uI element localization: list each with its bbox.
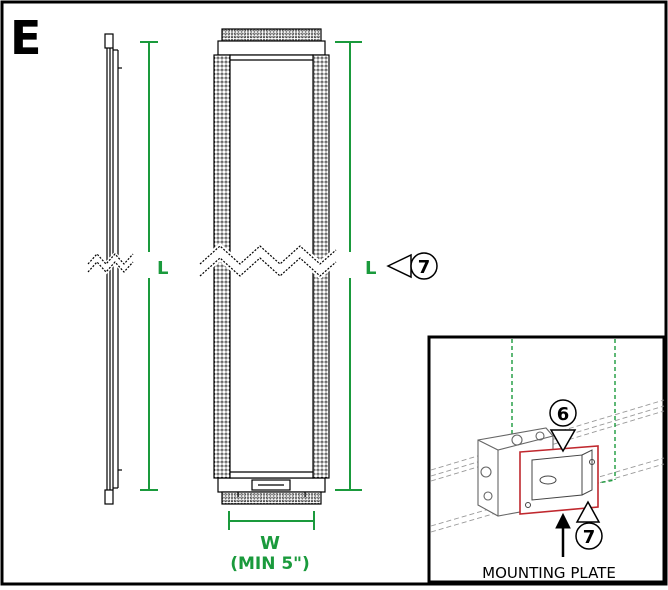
callout-7b-pointer — [575, 500, 603, 550]
callout-7-number: 7 — [418, 257, 431, 278]
mounting-detail-inset — [427, 335, 666, 584]
front-view-break-mark — [195, 242, 341, 280]
callout-6-number: 6 — [557, 404, 570, 425]
width-dimension — [228, 511, 315, 530]
callout-7b-number: 7 — [583, 527, 596, 548]
width-label: W — [260, 533, 280, 554]
length-label-left: L — [157, 258, 168, 279]
mounting-plate-arrow — [555, 512, 571, 557]
mounting-plate-label: MOUNTING PLATE — [482, 564, 616, 582]
panel-letter: E — [10, 11, 41, 65]
width-minimum-label: (MIN 5") — [230, 554, 310, 574]
length-label-right: L — [365, 258, 376, 279]
callout-6-pointer — [549, 399, 577, 453]
callout-7-pointer — [386, 252, 438, 280]
side-profile-view — [84, 33, 137, 505]
